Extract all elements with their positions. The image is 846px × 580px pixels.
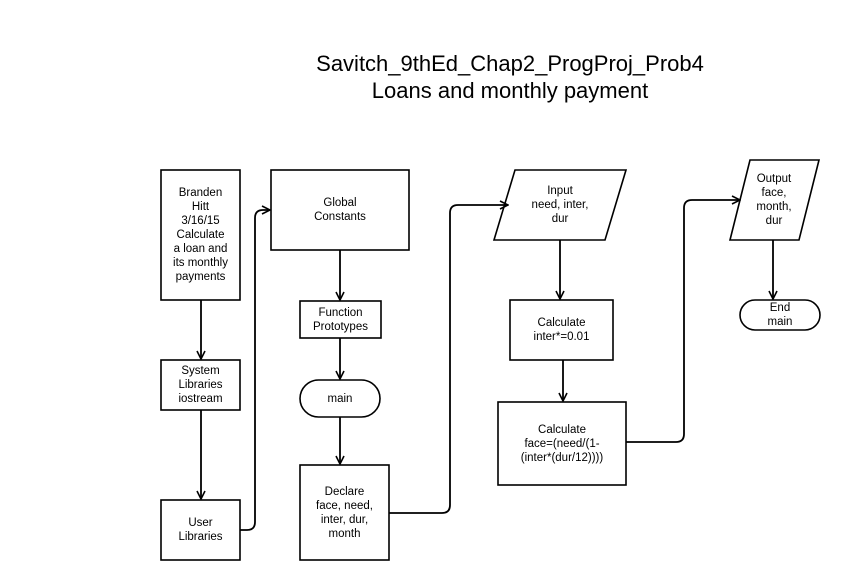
diagram-subtitle: Loans and monthly payment (371, 78, 649, 103)
global-constants-box (270, 169, 410, 251)
diagram-title: Savitch_9thEd_Chap2_ProgProj_Prob4 (316, 51, 704, 76)
end-label: End main (767, 302, 793, 328)
edge-calc-face-to-output (626, 200, 740, 443)
calc-face-box (497, 401, 627, 486)
edge-declare-to-input (389, 205, 508, 514)
declare-label: Declare face, need, inter, dur, month (316, 485, 373, 540)
output-parallelogram (728, 159, 821, 241)
edge-user-to-global (240, 210, 270, 531)
calc-inter-label: Calculate inter*=0.01 (533, 317, 590, 343)
end-terminator (739, 299, 821, 331)
calc-face-label: Calculate face=(need/(1- (inter*(dur/12)… (520, 423, 604, 464)
declare-box (299, 464, 390, 561)
input-label: Input need, inter, dur (531, 185, 589, 225)
main-label: main (327, 392, 353, 405)
user-libraries-label: User Libraries (178, 517, 223, 543)
system-libraries-label: System Libraries iostream (178, 365, 223, 405)
function-prototypes-box (299, 300, 382, 339)
global-constants-label: Global Constants (314, 197, 366, 223)
calc-inter-box (509, 299, 614, 361)
function-prototypes-label: Function Prototypes (313, 306, 368, 333)
input-parallelogram (492, 169, 628, 241)
system-libraries-box (160, 359, 241, 411)
header-label: Branden Hitt 3/16/15 Calculate a loan an… (173, 187, 228, 283)
output-label: Output face, month, dur (756, 173, 792, 227)
